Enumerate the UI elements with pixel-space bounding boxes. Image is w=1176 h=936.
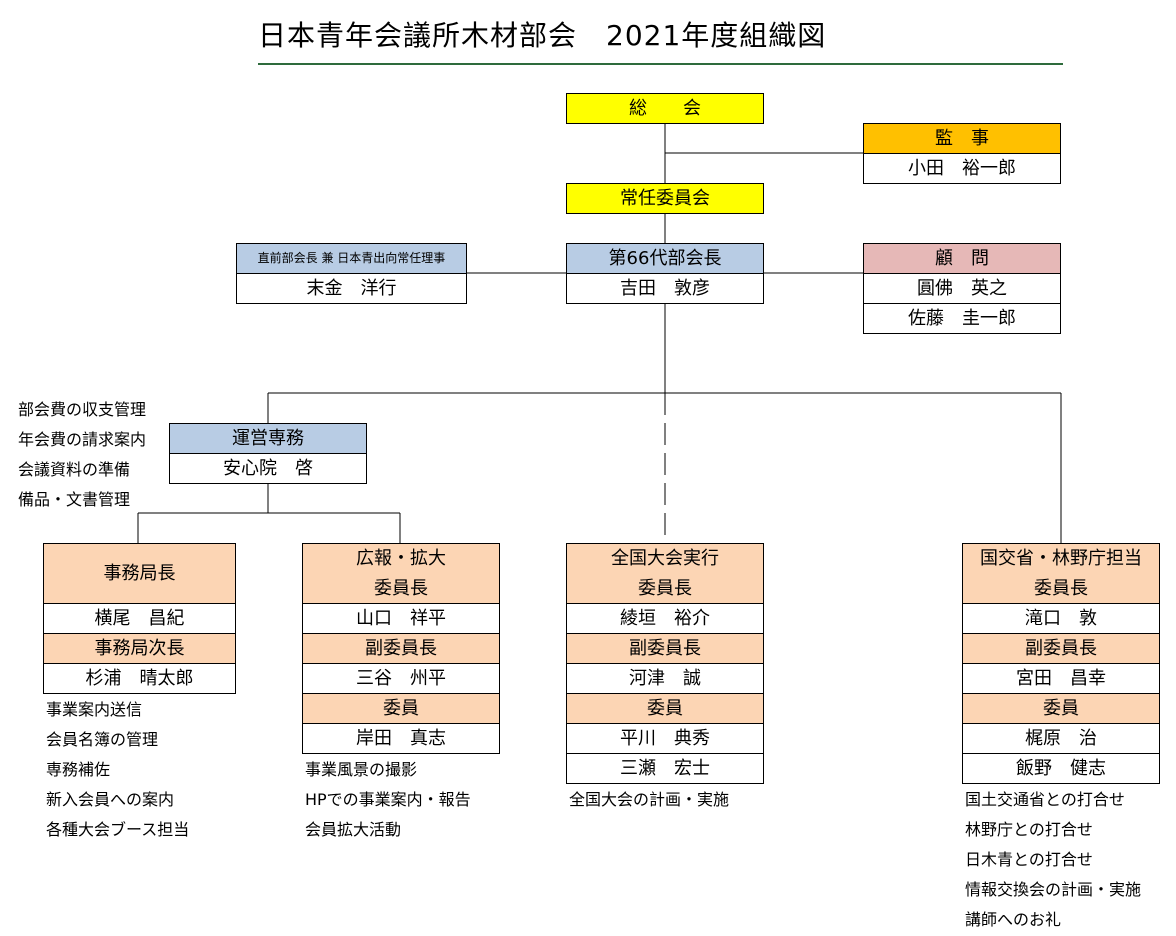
koho-title-line2: 委員長: [374, 577, 428, 599]
duty-item: 林野庁との打合せ: [965, 820, 1093, 839]
duty-item: 情報交換会の計画・実施: [965, 880, 1142, 899]
duty-item: 全国大会の計画・実施: [569, 790, 730, 809]
duty-item: 会員名簿の管理: [46, 730, 159, 749]
unei-duties: 部会費の収支管理 年会費の請求案内 会議資料の準備 備品・文書管理: [18, 395, 146, 515]
kokudo-member: 飯野 健志: [962, 753, 1160, 784]
kokudo-member: 梶原 治: [962, 723, 1160, 754]
zenkoku-vice: 河津 誠: [566, 663, 764, 694]
zenkoku-chair: 綾垣 裕介: [566, 603, 764, 634]
kokudo-vice-title: 副委員長: [962, 633, 1160, 664]
duty-item: 事業風景の撮影: [305, 760, 418, 779]
title-underline: [258, 63, 1063, 65]
duty-item: 備品・文書管理: [18, 490, 131, 509]
duty-item: HPでの事業案内・報告: [305, 790, 471, 809]
unei-title: 運営専務: [169, 423, 367, 454]
jimu-sub-name: 杉浦 晴太郎: [43, 663, 236, 694]
page-title: 日本青年会議所木材部会 2021年度組織図: [258, 19, 827, 52]
duty-item: 国土交通省との打合せ: [965, 790, 1125, 809]
duty-item: 専務補佐: [46, 760, 111, 779]
komon-name: 佐藤 圭一郎: [863, 303, 1061, 334]
kokudo-chair: 滝口 敦: [962, 603, 1160, 634]
kanji-name: 小田 裕一郎: [863, 153, 1061, 184]
zenkoku-member: 三瀬 宏士: [566, 753, 764, 784]
koho-duties: 事業風景の撮影 HPでの事業案内・報告 会員拡大活動: [305, 755, 471, 845]
duty-item: 講師へのお礼: [965, 910, 1062, 929]
jimu-title: 事務局長: [43, 543, 236, 604]
duty-item: 日木青との打合せ: [965, 850, 1093, 869]
zenkoku-member: 平川 典秀: [566, 723, 764, 754]
duty-item: 会員拡大活動: [305, 820, 402, 839]
kokudo-member-title: 委員: [962, 693, 1160, 724]
duty-item: 部会費の収支管理: [18, 400, 147, 419]
kokudo-title: 国交省・林野庁担当 委員長: [962, 543, 1160, 604]
duty-item: 事業案内送信: [46, 700, 143, 719]
jimu-duties: 事業案内送信 会員名簿の管理 専務補佐 新入会員への案内 各種大会ブース担当: [46, 695, 189, 845]
kokudo-title-line2: 委員長: [1034, 577, 1088, 599]
koho-vice: 三谷 州平: [302, 663, 500, 694]
komon-title: 顧 問: [863, 243, 1061, 274]
duty-item: 新入会員への案内: [46, 790, 175, 809]
zenkoku-title-line2: 委員長: [638, 577, 692, 599]
kokudo-title-line1: 国交省・林野庁担当: [980, 547, 1142, 569]
duty-item: 各種大会ブース担当: [46, 820, 190, 839]
koho-member-title: 委員: [302, 693, 500, 724]
kanji-title: 監 事: [863, 123, 1061, 154]
jonin-box: 常任委員会: [566, 183, 764, 214]
bukaicho-name: 吉田 敦彦: [566, 273, 764, 304]
komon-name: 圓佛 英之: [863, 273, 1061, 304]
kokudo-duties: 国土交通省との打合せ 林野庁との打合せ 日木青との打合せ 情報交換会の計画・実施…: [965, 785, 1141, 935]
zenbukaicho-name: 末金 洋行: [236, 273, 467, 304]
koho-vice-title: 副委員長: [302, 633, 500, 664]
zenkoku-vice-title: 副委員長: [566, 633, 764, 664]
jimu-sub-title: 事務局次長: [43, 633, 236, 664]
zenkoku-title: 全国大会実行 委員長: [566, 543, 764, 604]
zenkoku-duties: 全国大会の計画・実施: [569, 785, 729, 815]
koho-member: 岸田 真志: [302, 723, 500, 754]
unei-name: 安心院 啓: [169, 453, 367, 484]
bukaicho-title: 第66代部会長: [566, 243, 764, 274]
kokudo-vice: 宮田 昌幸: [962, 663, 1160, 694]
sokai-box: 総 会: [566, 93, 764, 124]
duty-item: 会議資料の準備: [18, 460, 131, 479]
zenkoku-title-line1: 全国大会実行: [611, 547, 719, 569]
jimu-name: 横尾 昌紀: [43, 603, 236, 634]
duty-item: 年会費の請求案内: [18, 430, 147, 449]
zenbukaicho-title: 直前部会長 兼 日本青出向常任理事: [236, 243, 467, 274]
koho-chair: 山口 祥平: [302, 603, 500, 634]
koho-title: 広報・拡大 委員長: [302, 543, 500, 604]
koho-title-line1: 広報・拡大: [356, 547, 446, 569]
zenkoku-member-title: 委員: [566, 693, 764, 724]
